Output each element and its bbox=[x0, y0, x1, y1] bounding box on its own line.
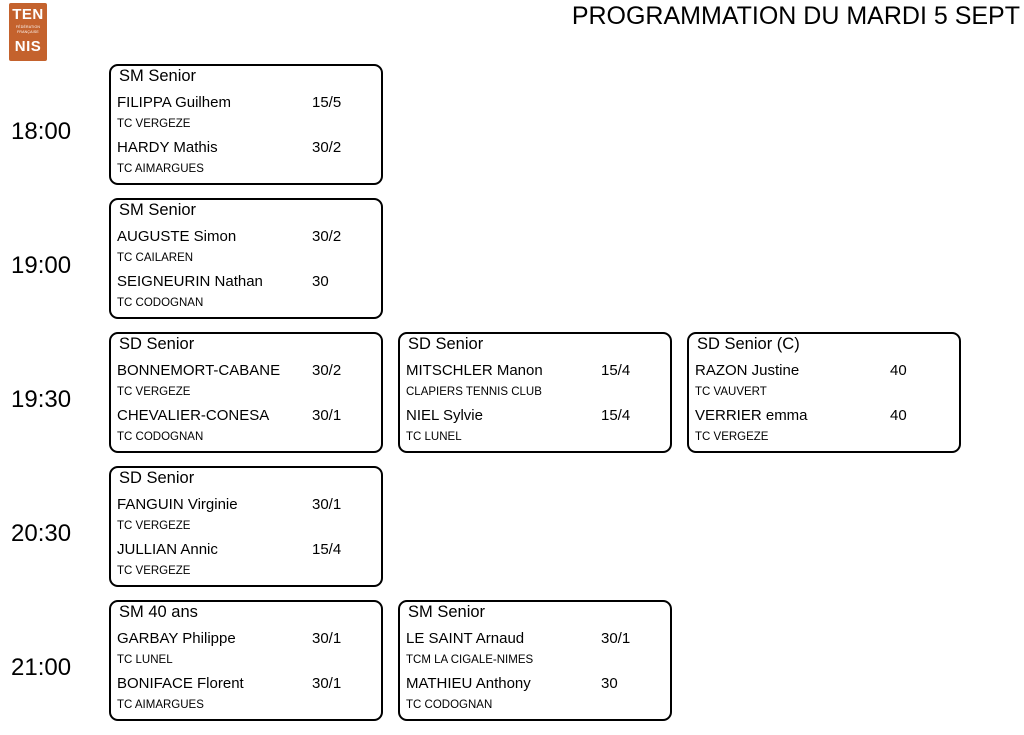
player-name: HARDY Mathis bbox=[117, 139, 218, 156]
player-ranking: 15/4 bbox=[312, 541, 342, 558]
player-club: TC CODOGNAN bbox=[406, 699, 493, 711]
player-club: TC CAILAREN bbox=[117, 252, 194, 264]
time-slot-label: 21:00 bbox=[11, 654, 72, 681]
logo-federation-text: FÉDÉRATION FRANÇAISE bbox=[15, 25, 41, 34]
player-ranking: 30/2 bbox=[312, 139, 342, 156]
player-name: RAZON Justine bbox=[695, 362, 800, 379]
player-ranking: 15/5 bbox=[312, 94, 342, 111]
time-slot-label: 19:00 bbox=[11, 252, 72, 279]
player-ranking: 40 bbox=[890, 362, 907, 379]
match-card: SM Senior FILIPPA Guilhem 15/5 TC VERGEZ… bbox=[109, 64, 383, 185]
player-name: BONIFACE Florent bbox=[117, 675, 244, 692]
match-category: SM Senior bbox=[119, 67, 197, 85]
player-club: TC AIMARGUES bbox=[117, 163, 204, 175]
match-category: SM Senior bbox=[408, 603, 486, 621]
match-category: SD Senior bbox=[119, 335, 195, 353]
player-name: MATHIEU Anthony bbox=[406, 675, 531, 692]
player-ranking: 15/4 bbox=[601, 407, 631, 424]
player-name: CHEVALIER-CONESA bbox=[117, 407, 270, 424]
time-slot-label: 19:30 bbox=[11, 386, 72, 413]
player-name: LE SAINT Arnaud bbox=[406, 630, 525, 647]
tennis-federation-logo: TEN FÉDÉRATION FRANÇAISE NIS bbox=[9, 3, 47, 61]
player-club: TC VAUVERT bbox=[695, 386, 767, 398]
player-ranking: 30/1 bbox=[312, 496, 342, 513]
player-ranking: 30 bbox=[601, 675, 618, 692]
player-ranking: 30/1 bbox=[312, 630, 342, 647]
logo-text-top: TEN bbox=[12, 6, 44, 23]
player-club: TC VERGEZE bbox=[117, 386, 191, 398]
match-card: SD Senior MITSCHLER Manon 15/4 CLAPIERS … bbox=[398, 332, 672, 453]
player-club: TCM LA CIGALE-NIMES bbox=[406, 654, 534, 666]
player-club: TC VERGEZE bbox=[117, 118, 191, 130]
match-card: SD Senior FANGUIN Virginie 30/1 TC VERGE… bbox=[109, 466, 383, 587]
match-card: SD Senior BONNEMORT-CABANE 30/2 TC VERGE… bbox=[109, 332, 383, 453]
player-name: AUGUSTE Simon bbox=[117, 228, 237, 245]
player-name: NIEL Sylvie bbox=[406, 407, 483, 424]
match-category: SD Senior bbox=[119, 469, 195, 487]
match-category: SD Senior bbox=[408, 335, 484, 353]
player-ranking: 30/1 bbox=[312, 675, 342, 692]
player-ranking: 30/2 bbox=[312, 228, 342, 245]
player-club: TC VERGEZE bbox=[117, 565, 191, 577]
time-slot-label: 20:30 bbox=[11, 520, 72, 547]
player-ranking: 30/1 bbox=[601, 630, 631, 647]
player-name: SEIGNEURIN Nathan bbox=[117, 273, 263, 290]
logo-text-bottom: NIS bbox=[14, 38, 42, 55]
player-club: TC AIMARGUES bbox=[117, 699, 204, 711]
match-card: SM Senior AUGUSTE Simon 30/2 TC CAILAREN… bbox=[109, 198, 383, 319]
player-ranking: 40 bbox=[890, 407, 907, 424]
match-category: SM 40 ans bbox=[119, 603, 198, 621]
player-name: BONNEMORT-CABANE bbox=[117, 362, 281, 379]
match-card: SM 40 ans GARBAY Philippe 30/1 TC LUNEL … bbox=[109, 600, 383, 721]
player-name: JULLIAN Annic bbox=[117, 541, 218, 558]
player-name: VERRIER emma bbox=[695, 407, 808, 424]
player-ranking: 30 bbox=[312, 273, 329, 290]
player-name: GARBAY Philippe bbox=[117, 630, 236, 647]
player-ranking: 30/1 bbox=[312, 407, 342, 424]
player-club: TC LUNEL bbox=[117, 654, 173, 666]
player-club: TC LUNEL bbox=[406, 431, 462, 443]
player-club: TC CODOGNAN bbox=[117, 297, 204, 309]
player-name: FANGUIN Virginie bbox=[117, 496, 238, 513]
player-ranking: 15/4 bbox=[601, 362, 631, 379]
match-category: SD Senior (C) bbox=[697, 335, 800, 353]
player-club: TC VERGEZE bbox=[695, 431, 769, 443]
player-name: FILIPPA Guilhem bbox=[117, 94, 231, 111]
page-title: PROGRAMMATION DU MARDI 5 SEPT bbox=[571, 2, 1020, 30]
match-card: SD Senior (C) RAZON Justine 40 TC VAUVER… bbox=[687, 332, 961, 453]
time-slot-label: 18:00 bbox=[11, 118, 72, 145]
player-club: CLAPIERS TENNIS CLUB bbox=[406, 386, 542, 398]
match-card: SM Senior LE SAINT Arnaud 30/1 TCM LA CI… bbox=[398, 600, 672, 721]
player-club: TC VERGEZE bbox=[117, 520, 191, 532]
player-name: MITSCHLER Manon bbox=[406, 362, 543, 379]
player-club: TC CODOGNAN bbox=[117, 431, 204, 443]
match-category: SM Senior bbox=[119, 201, 197, 219]
player-ranking: 30/2 bbox=[312, 362, 342, 379]
